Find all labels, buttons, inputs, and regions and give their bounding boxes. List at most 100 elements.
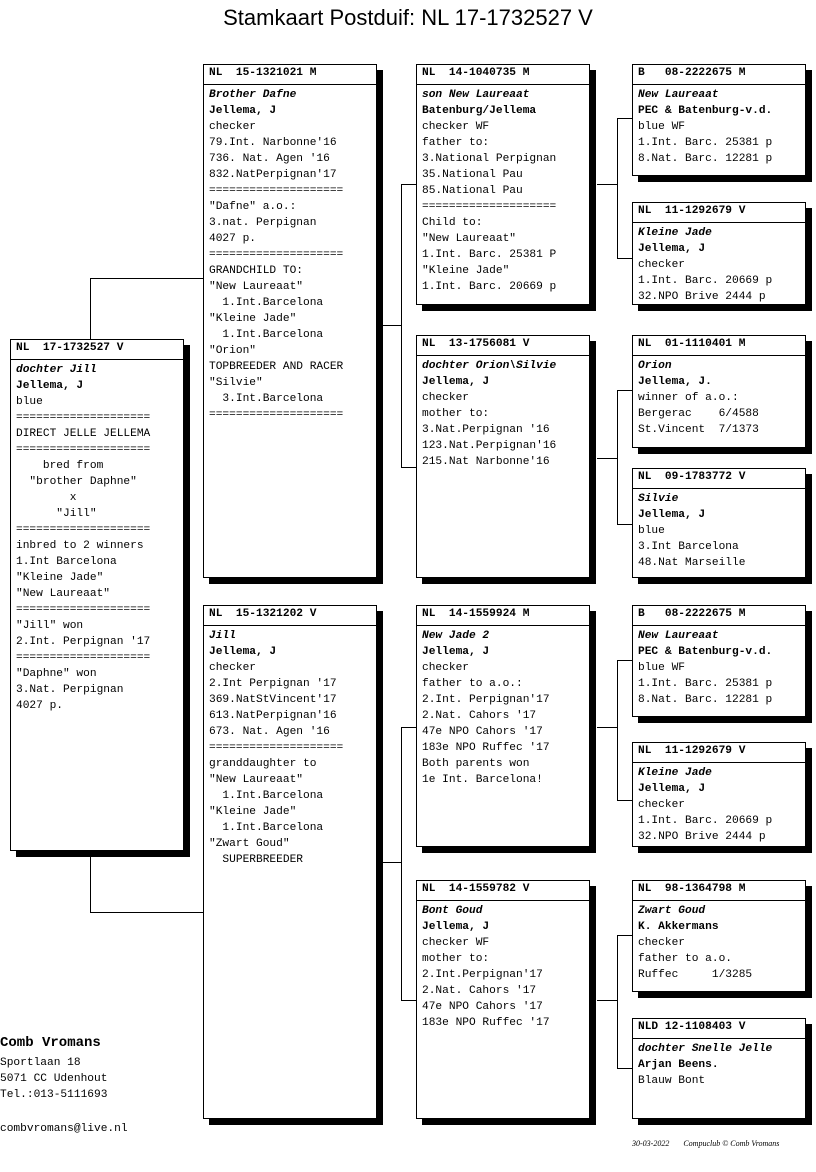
card-line: Ruffec 1/3285 bbox=[638, 969, 753, 981]
card-line: checker bbox=[638, 937, 685, 949]
pigeon-name: Kleine Jade bbox=[638, 767, 712, 779]
pigeon-name: dochter Orion\Silvie bbox=[422, 360, 557, 372]
pigeon-name: New Laureaat bbox=[638, 89, 719, 101]
breeder-address-line: 5071 CC Udenhout bbox=[0, 1073, 108, 1085]
owner-name: PEC & Batenburg-v.d. bbox=[638, 646, 773, 658]
pigeon-name: Silvie bbox=[638, 493, 679, 505]
card-line: mother to: bbox=[422, 953, 490, 965]
connector-line bbox=[401, 184, 417, 185]
card-line: 1.Int Barcelona bbox=[16, 556, 117, 568]
owner-name: Jellema, J bbox=[422, 646, 490, 658]
card-line: 85.National Pau bbox=[422, 185, 523, 197]
ring-number: B 08-2222675 M bbox=[633, 606, 805, 626]
card-line: 2.Int Perpignan '17 bbox=[209, 678, 337, 690]
card-line: 1.Int. Barc. 20669 p bbox=[422, 281, 557, 293]
owner-name: Jellema, J bbox=[209, 105, 277, 117]
card-line: checker bbox=[422, 392, 469, 404]
card-line: checker WF bbox=[422, 937, 490, 949]
pigeon-name: Jill bbox=[209, 630, 236, 642]
card-line: "brother Daphne" bbox=[16, 476, 137, 488]
card-line: 1.Int.Barcelona bbox=[209, 790, 324, 802]
card-line: ==================== bbox=[16, 604, 151, 616]
card-line: 2.Int.Perpignan'17 bbox=[422, 969, 543, 981]
ring-number: B 08-2222675 M bbox=[633, 65, 805, 85]
ring-number: NL 14-1040735 M bbox=[417, 65, 589, 85]
connector-line bbox=[617, 935, 618, 1068]
card-line: "New Laureaat" bbox=[209, 774, 303, 786]
card-line: granddaughter to bbox=[209, 758, 317, 770]
card-line: checker bbox=[638, 259, 685, 271]
card-line: 736. Nat. Agen '16 bbox=[209, 153, 330, 165]
connector-line bbox=[617, 800, 633, 801]
connector-line bbox=[617, 258, 633, 259]
card-line: checker WF bbox=[422, 121, 490, 133]
card-line: 1.Int.Barcelona bbox=[209, 822, 324, 834]
card-line: 215.Nat Narbonne'16 bbox=[422, 456, 550, 468]
card-line: 832.NatPerpignan'17 bbox=[209, 169, 337, 181]
card-line: inbred to 2 winners bbox=[16, 540, 144, 552]
card-line: "Jill" won bbox=[16, 620, 84, 632]
card-line: ==================== bbox=[209, 185, 344, 197]
pigeon-name: New Jade 2 bbox=[422, 630, 490, 642]
card-line: ==================== bbox=[16, 652, 151, 664]
card-line: "Orion" bbox=[209, 345, 256, 357]
card-line: 2.Int. Perpignan'17 bbox=[422, 694, 550, 706]
ring-number: NL 11-1292679 V bbox=[633, 203, 805, 223]
card-line: father to a.o. bbox=[638, 953, 732, 965]
card-line: bred from bbox=[16, 460, 104, 472]
connector-line bbox=[597, 184, 617, 185]
connector-line bbox=[401, 727, 417, 728]
card-line: 4027 p. bbox=[209, 233, 256, 245]
card-line: 1.Int. Barc. 25381 p bbox=[638, 137, 773, 149]
card-line: "New Laureaat" bbox=[422, 233, 516, 245]
connector-line bbox=[617, 118, 618, 258]
breeder-name: Comb Vromans bbox=[0, 1035, 101, 1051]
footer-date: 30-03-2022 bbox=[632, 1139, 670, 1148]
breeder-phone: Tel.:013-5111693 bbox=[0, 1089, 108, 1101]
card-line: "Zwart Goud" bbox=[209, 838, 290, 850]
card-line: checker bbox=[209, 121, 256, 133]
card-line: SUPERBREEDER bbox=[209, 854, 303, 866]
card-line: 47e NPO Cahors '17 bbox=[422, 726, 543, 738]
card-line: 673. Nat. Agen '16 bbox=[209, 726, 330, 738]
owner-name: Batenburg/Jellema bbox=[422, 105, 537, 117]
card-line: "New Laureaat" bbox=[16, 588, 110, 600]
owner-name: Jellema, J. bbox=[638, 376, 712, 388]
card-line: "Kleine Jade" bbox=[16, 572, 104, 584]
card-line: ==================== bbox=[209, 742, 344, 754]
pigeon-name: Bont Goud bbox=[422, 905, 483, 917]
card-line: 3.nat. Perpignan bbox=[209, 217, 317, 229]
card-line: 1e Int. Barcelona! bbox=[422, 774, 543, 786]
connector-line bbox=[597, 458, 617, 459]
card-line: 3.Int Barcelona bbox=[638, 541, 739, 553]
ring-number: NL 01-1110401 M bbox=[633, 336, 805, 356]
card-line: "Dafne" a.o.: bbox=[209, 201, 297, 213]
card-line: 183e NPO Ruffec '17 bbox=[422, 1017, 550, 1029]
card-line: Blauw Bont bbox=[638, 1075, 706, 1087]
connector-line bbox=[383, 325, 401, 326]
owner-name: PEC & Batenburg-v.d. bbox=[638, 105, 773, 117]
connector-line bbox=[617, 660, 633, 661]
connector-line bbox=[617, 524, 633, 525]
pigeon-name: Kleine Jade bbox=[638, 227, 712, 239]
ring-number: NL 09-1783772 V bbox=[633, 469, 805, 489]
pigeon-name: Zwart Goud bbox=[638, 905, 706, 917]
connector-line bbox=[401, 727, 402, 1000]
connector-line bbox=[401, 184, 402, 467]
card-line: 123.Nat.Perpignan'16 bbox=[422, 440, 557, 452]
card-line: 1.Int. Barc. 25381 p bbox=[638, 678, 773, 690]
card-line: blue WF bbox=[638, 662, 685, 674]
card-line: mother to: bbox=[422, 408, 490, 420]
connector-line bbox=[617, 118, 633, 119]
card-line: x bbox=[16, 492, 77, 504]
breeder-info: Comb Vromans Sportlaan 18 5071 CC Udenho… bbox=[0, 1035, 128, 1137]
card-line: ==================== bbox=[422, 201, 557, 213]
card-line: 47e NPO Cahors '17 bbox=[422, 1001, 543, 1013]
